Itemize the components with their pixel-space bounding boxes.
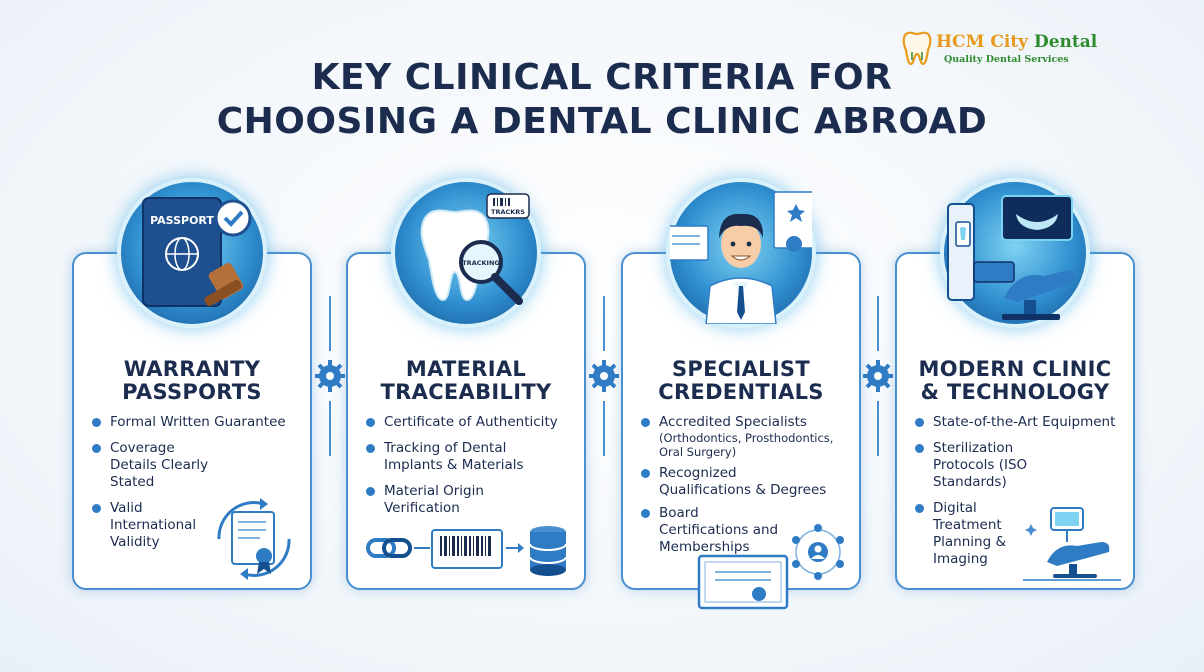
page-title: KEY CLINICAL CRITERIA FOR CHOOSING A DEN…	[0, 56, 1204, 144]
card-title: WARRANTY PASSPORTS	[74, 358, 310, 404]
list-item-text: Digital Treatment Planning & Imaging	[933, 500, 1006, 567]
list-item-text: Coverage Details Clearly Stated	[110, 440, 209, 490]
certificate-icon	[697, 554, 789, 610]
list-item: Accredited Specialists(Orthodontics, Pro…	[641, 414, 856, 459]
dentist-icon	[670, 191, 812, 324]
tooth-magnifier-icon: TRACKRS TRACKING	[420, 193, 530, 305]
list-item-text: Sterilization Protocols (ISO Standards)	[933, 440, 1028, 490]
chain-barcode-database-icon	[366, 526, 567, 576]
brand-name: HCM City Dental	[936, 32, 1097, 52]
card-warranty-passports: WARRANTY PASSPORTS Formal Written Guaran…	[72, 252, 312, 590]
card-title: MODERN CLINIC & TECHNOLOGY	[897, 358, 1133, 404]
passport-label: PASSPORT	[150, 214, 214, 227]
card-title-line1: SPECIALIST	[672, 357, 810, 381]
bullet-icon	[92, 444, 101, 453]
certificate-cycle-icon	[217, 498, 291, 580]
bullet-icon	[915, 444, 924, 453]
list-item-text: Formal Written Guarantee	[110, 414, 286, 430]
list-item-text: Accredited Specialists	[659, 414, 807, 430]
list-item: Recognized Qualifications & Degrees	[641, 465, 831, 499]
gear-connector	[589, 296, 619, 456]
passport-badge: PASSPORT	[117, 178, 267, 328]
card-title-line2: PASSPORTS	[122, 380, 262, 404]
bullet-icon	[366, 418, 375, 427]
list-item-text: Certificate of Authenticity	[384, 414, 558, 430]
gear-connector	[863, 296, 893, 456]
brand-name-part2: Dental	[1033, 32, 1098, 52]
card-title-line2: CREDENTIALS	[658, 380, 824, 404]
list-item: Coverage Details Clearly Stated	[92, 440, 217, 491]
card-title-line1: WARRANTY	[123, 357, 261, 381]
tooth-badge: TRACKRS TRACKING	[391, 178, 541, 328]
list-item: Digital Treatment Planning & Imaging	[915, 500, 1033, 568]
dental-chair-icon	[1023, 507, 1121, 581]
list-item: Valid International Validity	[92, 500, 204, 551]
bullet-icon	[366, 487, 375, 496]
list-item-text: Board Certifications and Memberships	[659, 505, 779, 555]
brand-tagline: Quality Dental Services	[944, 54, 1069, 65]
bullet-list: Formal Written Guarantee Coverage Detail…	[92, 414, 307, 560]
network-icon	[792, 524, 844, 580]
card-title: SPECIALIST CREDENTIALS	[623, 358, 859, 404]
brand-name-part1: HCM City	[936, 32, 1029, 52]
card-title-line2: & TECHNOLOGY	[920, 380, 1110, 404]
list-item: Board Certifications and Memberships	[641, 505, 791, 556]
list-item-text: Recognized Qualifications & Degrees	[659, 465, 827, 498]
card-title-line2: TRACEABILITY	[380, 380, 552, 404]
bullet-icon	[641, 469, 650, 478]
tooth-icon	[902, 31, 932, 66]
bullet-list: Accredited Specialists(Orthodontics, Pro…	[641, 414, 856, 565]
list-item: Material Origin Verification	[366, 483, 491, 517]
list-item-subtext: (Orthodontics, Prosthodontics, Oral Surg…	[659, 431, 834, 459]
list-item: State-of-the-Art Equipment	[915, 414, 1130, 431]
dental-equipment-icon	[947, 195, 1076, 320]
bullet-icon	[92, 418, 101, 427]
tracking-tag-label: TRACKRS	[491, 208, 525, 216]
list-item: Tracking of Dental Implants & Materials	[366, 440, 541, 474]
clinic-badge	[940, 178, 1090, 328]
bullet-icon	[915, 504, 924, 513]
list-item-text: State-of-the-Art Equipment	[933, 414, 1116, 430]
bullet-list: State-of-the-Art Equipment Sterilization…	[915, 414, 1130, 577]
list-item: Sterilization Protocols (ISO Standards)	[915, 440, 1075, 491]
tracking-label: TRACKING	[462, 259, 499, 267]
list-item: Formal Written Guarantee	[92, 414, 307, 431]
list-item-text: Material Origin Verification	[384, 483, 484, 516]
passport-icon: PASSPORT	[142, 197, 252, 307]
bullet-icon	[641, 418, 650, 427]
title-line-1: KEY CLINICAL CRITERIA FOR	[311, 57, 893, 98]
title-line-2: CHOOSING A DENTAL CLINIC ABROAD	[216, 101, 988, 142]
bullet-icon	[92, 504, 101, 513]
list-item: Certificate of Authenticity	[366, 414, 581, 431]
card-modern-clinic-technology: MODERN CLINIC & TECHNOLOGY State-of-the-…	[895, 252, 1135, 590]
card-title: MATERIAL TRACEABILITY	[348, 358, 584, 404]
bullet-icon	[641, 509, 650, 518]
bullet-icon	[915, 418, 924, 427]
card-title-line1: MATERIAL	[405, 357, 527, 381]
list-item-text: Valid International Validity	[110, 500, 197, 550]
card-title-line1: MODERN CLINIC	[918, 357, 1112, 381]
list-item-text: Tracking of Dental Implants & Materials	[384, 440, 524, 473]
bullet-list: Certificate of Authenticity Tracking of …	[366, 414, 581, 526]
gear-connector	[315, 296, 345, 456]
bullet-icon	[366, 444, 375, 453]
brand-logo: HCM City Dental Quality Dental Services	[900, 30, 1097, 70]
dentist-badge	[666, 178, 816, 328]
